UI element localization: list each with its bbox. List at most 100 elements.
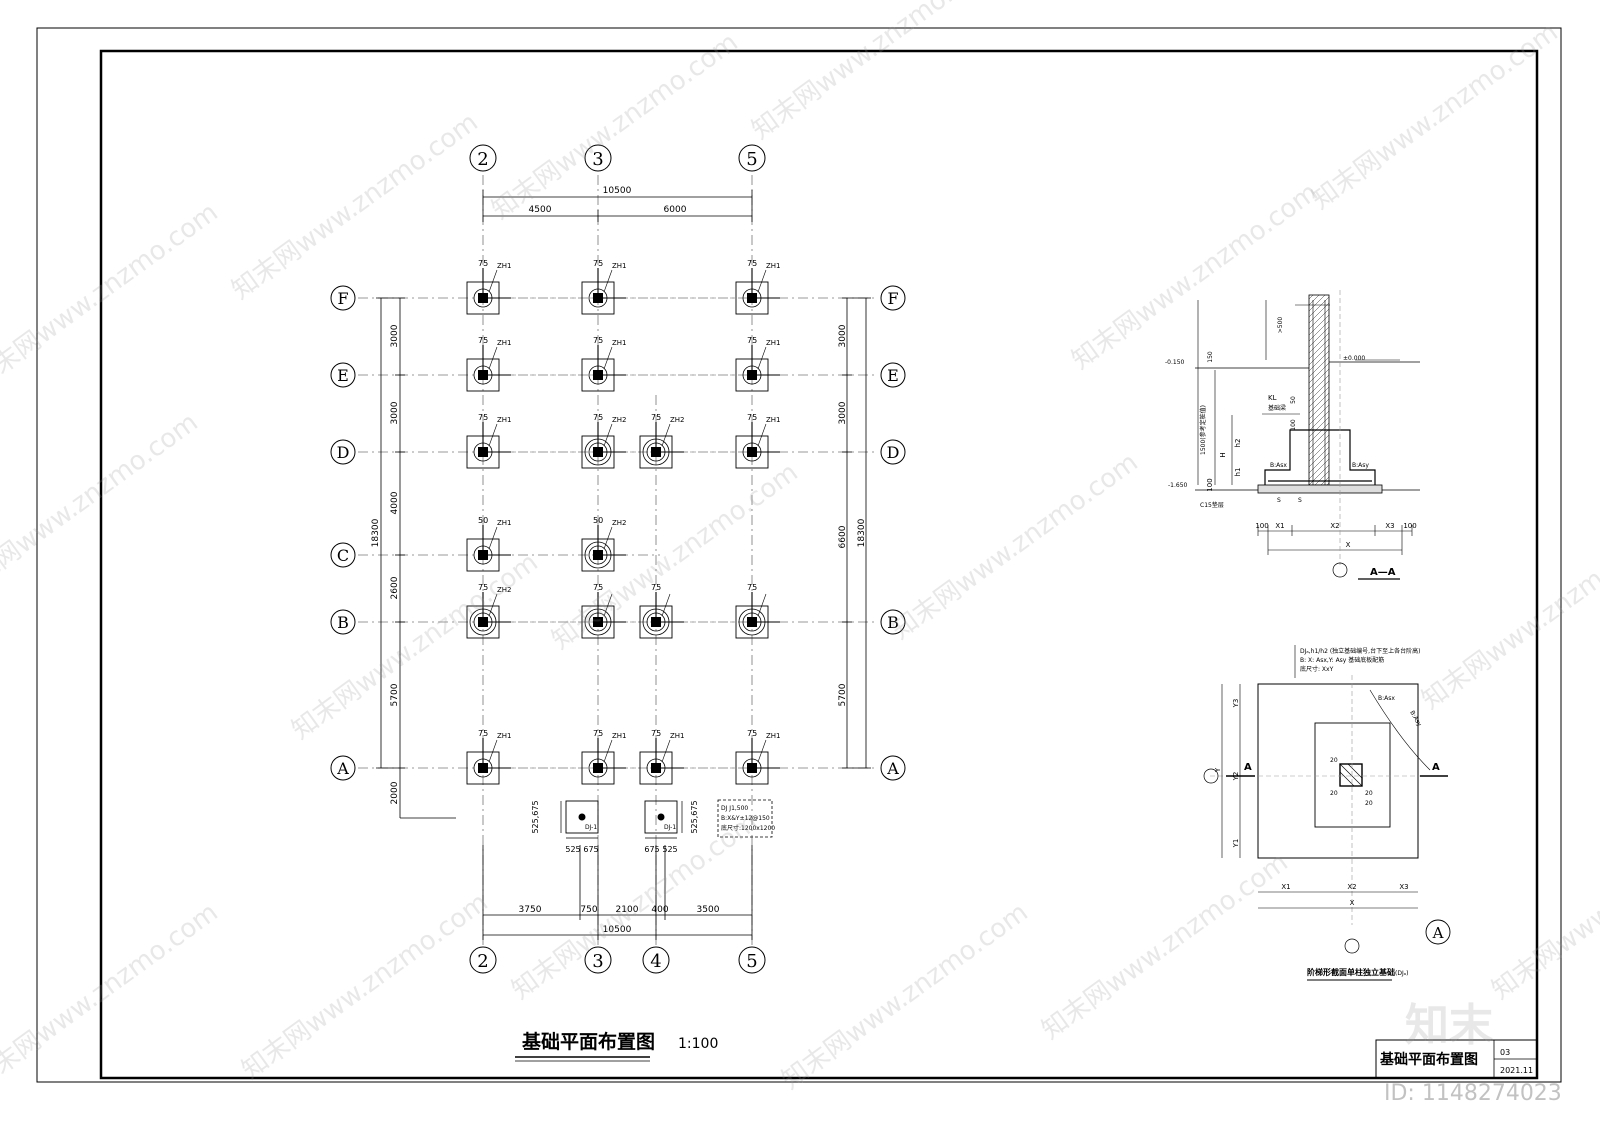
title-block: 基础平面布置图 03 2021.11 <box>1375 1039 1538 1079</box>
watermark-text: 知末网www.znzmo.com <box>1066 177 1323 375</box>
svg-text:X1: X1 <box>1275 522 1284 530</box>
pile-type-label: ZH2 <box>612 416 627 424</box>
svg-text:DJₐ,h1/h2 (独立基础编号,台下至上各台阶高): DJₐ,h1/h2 (独立基础编号,台下至上各台阶高) <box>1300 647 1420 655</box>
pile-cap: 75 <box>639 583 684 639</box>
pile-offset-label: 75 <box>593 259 603 268</box>
svg-text:(DJₐ): (DJₐ) <box>1395 970 1408 977</box>
pile-offset-label: 75 <box>478 583 488 592</box>
svg-text:X1: X1 <box>1281 883 1290 891</box>
pile-offset-label: 75 <box>747 729 757 738</box>
svg-text:50: 50 <box>1290 396 1297 404</box>
svg-text:2600: 2600 <box>390 576 400 599</box>
svg-text:Y: Y <box>1214 767 1222 773</box>
svg-text:3750: 3750 <box>519 905 542 915</box>
svg-text:S: S <box>1277 497 1281 504</box>
watermark-text: 知末网www.znzmo.com <box>286 547 543 745</box>
dim-top-part: 6000 <box>664 205 687 215</box>
pile-offset-label: 50 <box>593 516 603 525</box>
svg-text:20: 20 <box>1330 757 1338 764</box>
svg-text:2: 2 <box>477 951 488 972</box>
axis-bubble-right-D: D <box>880 439 906 465</box>
svg-text:X2: X2 <box>1330 522 1339 530</box>
svg-text:B:Asy: B:Asy <box>1352 462 1369 469</box>
title-block-date: 2021.11 <box>1500 1066 1533 1075</box>
pile-type-label: ZH1 <box>497 416 512 424</box>
axis-bubble-top-5: 5 <box>738 144 766 172</box>
svg-text:h1: h1 <box>1234 468 1242 477</box>
pile-offset-label: 75 <box>478 729 488 738</box>
pile-type-label: ZH1 <box>766 262 781 270</box>
dim-top-total: 10500 <box>603 186 632 196</box>
svg-text:525,675: 525,675 <box>690 800 699 833</box>
watermark-logo: 知末 <box>1405 1000 1493 1051</box>
axis-bubble-right-F: F <box>880 285 906 311</box>
axis-bubble-top-3: 3 <box>584 144 612 172</box>
svg-text:A: A <box>1432 924 1444 942</box>
svg-text:F: F <box>337 289 348 308</box>
svg-text:X: X <box>1346 541 1351 549</box>
svg-text:B:Asx: B:Asx <box>1378 695 1395 702</box>
foundation-plan: 2 3 5 2 3 4 5 F E D C B <box>330 144 906 1062</box>
pile-type-label: ZH1 <box>670 732 685 740</box>
axis-bubble-bottom-3: 3 <box>584 946 612 974</box>
axis-bubble-right-A: A <box>880 755 906 781</box>
pile-type-label: ZH1 <box>766 339 781 347</box>
pile-cap: 75 ZH2 <box>581 413 627 469</box>
dimension-bottom: 3750 750 2100 400 3500 10500 <box>482 845 753 940</box>
svg-text:Y2: Y2 <box>1232 772 1240 782</box>
svg-text:B: X: Asx,Y: Asy 基础底板配筋: B: X: Asx,Y: Asy 基础底板配筋 <box>1300 656 1384 664</box>
pile-cap: 75 <box>581 583 626 639</box>
section-aa-title: A—A <box>1370 567 1396 578</box>
plan-title: 基础平面布置图 <box>521 1030 655 1053</box>
pile-offset-label: 75 <box>478 413 488 422</box>
pile-offset-label: 50 <box>478 516 488 525</box>
detail-a: DJₐ,h1/h2 (独立基础编号,台下至上各台阶高) B: X: Asx,Y:… <box>1203 645 1451 981</box>
title-block-sheet-no: 03 <box>1500 1048 1510 1057</box>
svg-text:100: 100 <box>1290 419 1297 431</box>
svg-text:B: B <box>887 613 899 632</box>
svg-text:C: C <box>337 546 349 565</box>
svg-text:B: B <box>337 613 349 632</box>
watermark-text: 知末网www.znzmo.com <box>0 897 224 1095</box>
svg-text:3000: 3000 <box>390 324 400 347</box>
svg-text:18300: 18300 <box>857 518 867 547</box>
axis-bubble-bottom-2: 2 <box>469 946 497 974</box>
pile-cap: 75 ZH1 <box>466 413 512 469</box>
svg-text:5: 5 <box>746 149 757 170</box>
dj1-foundation-right: DJ-1 675 525 525,675 <box>644 800 699 854</box>
pile-type-label: ZH1 <box>497 732 512 740</box>
pile-offset-label: 75 <box>651 583 661 592</box>
svg-text:100: 100 <box>1206 478 1214 491</box>
svg-text:D: D <box>337 443 350 462</box>
detail-a-caption: 阶梯形截面单柱独立基础 <box>1307 967 1395 977</box>
dimension-top: 10500 4500 6000 <box>482 186 753 222</box>
section-aa: ±0.000 -0.150 -1.650 150 1500(参考定桩值) H h… <box>1165 290 1420 580</box>
svg-text:750: 750 <box>580 905 597 915</box>
svg-text:4000: 4000 <box>390 491 400 514</box>
watermark-text: 知末网www.znzmo.com <box>226 107 483 305</box>
svg-text:675: 675 <box>583 845 598 854</box>
svg-text:X: X <box>1350 899 1355 907</box>
watermark-text: 知末网www.znzmo.com <box>236 887 493 1085</box>
pile-type-label: ZH1 <box>766 416 781 424</box>
watermark-text: 知末网www.znzmo.com <box>776 897 1033 1095</box>
svg-text:X2: X2 <box>1347 883 1356 891</box>
svg-text:1500(参考定桩值): 1500(参考定桩值) <box>1199 405 1207 455</box>
pile-offset-label: 75 <box>747 413 757 422</box>
pile-cap: 75 ZH1 <box>735 336 781 392</box>
svg-text:H: H <box>1219 452 1227 457</box>
svg-text:A: A <box>1244 762 1252 773</box>
svg-text:h2: h2 <box>1234 439 1242 448</box>
pile-offset-label: 75 <box>593 413 603 422</box>
axis-bubble-left-F: F <box>330 285 356 311</box>
dj1-foundation-left: DJ-1 525 675 525,675 <box>531 800 599 854</box>
axis-bubble-left-E: E <box>330 362 356 388</box>
pile-offset-label: 75 <box>478 259 488 268</box>
pile-offset-label: 75 <box>747 336 757 345</box>
